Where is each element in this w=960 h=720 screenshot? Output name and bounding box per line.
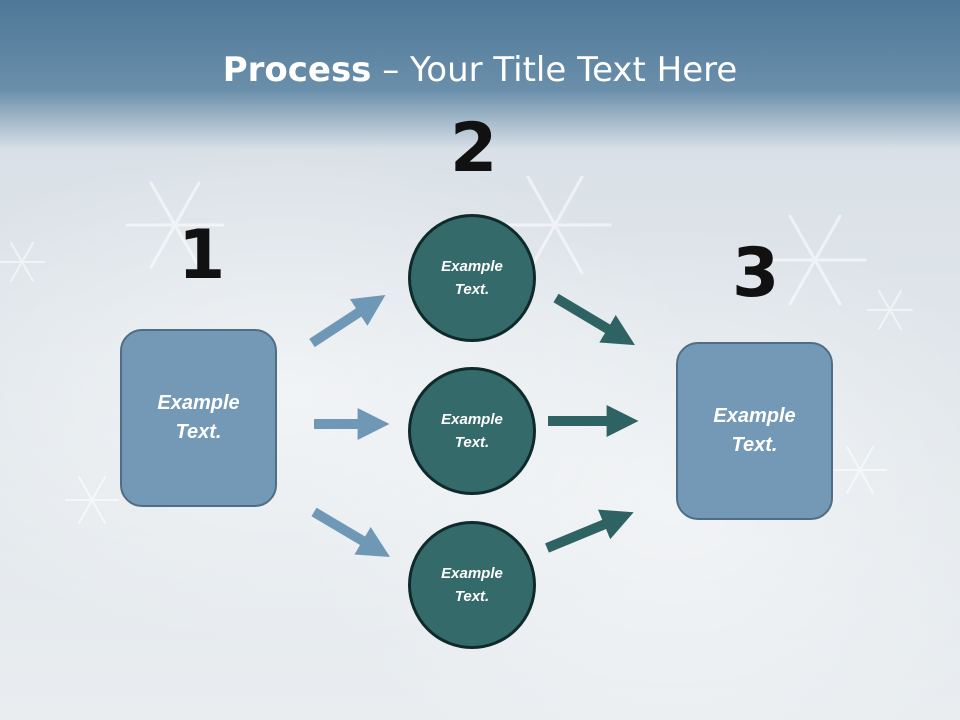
- title-rest: – Your Title Text Here: [371, 50, 738, 90]
- arrow-right-bottom: [545, 509, 634, 553]
- snowflake-icon: [763, 214, 867, 306]
- step-3-text: Example Text.: [713, 405, 796, 456]
- step-number-2: 2: [450, 109, 498, 188]
- circle-middle-text: Example Text.: [441, 411, 503, 451]
- step-1-box[interactable]: Example Text.: [120, 329, 277, 507]
- snowflake-icon: [125, 181, 225, 269]
- step-1-text: Example Text.: [157, 392, 240, 443]
- snowflake-icon: [867, 290, 913, 330]
- circle-bottom-text: Example Text.: [441, 565, 503, 605]
- step-number-3: 3: [732, 234, 780, 313]
- step-2-circle-bottom[interactable]: Example Text.: [408, 521, 536, 649]
- snowflake-icon: [833, 446, 887, 494]
- step-2-circle-top[interactable]: Example Text.: [408, 214, 536, 342]
- step-2-circle-middle[interactable]: Example Text.: [408, 367, 536, 495]
- arrow-right-top: [553, 293, 635, 346]
- snowflake-icon: [0, 242, 45, 282]
- step-number-1: 1: [178, 216, 226, 295]
- arrow-left-bottom: [311, 507, 391, 558]
- title-bold: Process: [222, 50, 372, 90]
- snowflake-icon: [65, 476, 119, 524]
- snowflake-icon: [498, 175, 612, 275]
- page-title: Process – Your Title Text Here: [0, 50, 960, 90]
- step-3-box[interactable]: Example Text.: [676, 342, 833, 520]
- circle-top-text: Example Text.: [441, 258, 503, 298]
- arrow-left-top: [309, 294, 386, 348]
- title-band: [0, 0, 960, 150]
